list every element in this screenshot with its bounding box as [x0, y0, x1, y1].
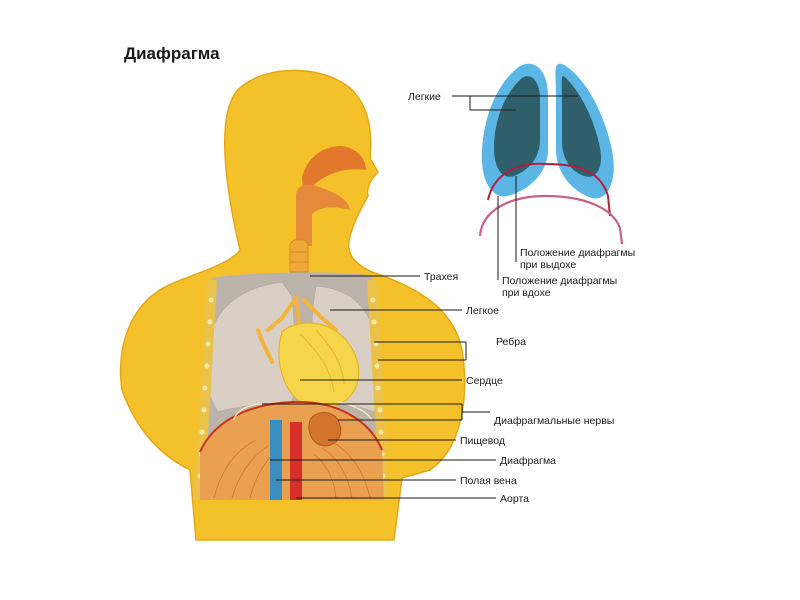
label-aorta: Аорта [500, 493, 529, 505]
inset-diaphragm-inhale [478, 194, 624, 245]
label-exhale-line2: при выдохе [520, 259, 576, 271]
inset-lungs [478, 63, 624, 245]
esophagus [308, 412, 342, 447]
label-vena-cava: Полая вена [460, 475, 517, 487]
diaphragm-fibers [213, 439, 371, 499]
label-diaphragm: Диафрагма [500, 455, 556, 467]
label-inhale-line1: Положение диафрагмы [502, 275, 617, 287]
label-heart: Сердце [466, 375, 503, 387]
label-esophagus: Пищевод [460, 435, 505, 447]
inset-right-lung-inner [561, 76, 602, 177]
phrenic-nerves [233, 401, 373, 421]
label-inhale-line2: при вдохе [502, 287, 551, 299]
inset-diaphragm-exhale [487, 162, 611, 217]
label-lung: Легкое [466, 305, 499, 317]
label-trachea: Трахея [424, 271, 458, 283]
inset-leader-lines [452, 95, 578, 280]
inset-left-lung-inner [494, 76, 540, 177]
label-inset-lungs: Легкие [408, 91, 441, 103]
bronchi [256, 296, 338, 374]
label-ribs: Ребра [496, 336, 526, 348]
heart-vessels [299, 329, 345, 393]
aorta [290, 422, 302, 500]
diagram-title: Диафрагма [124, 44, 220, 63]
nasal-cavity [302, 146, 366, 198]
pharynx [296, 184, 350, 246]
diaphragm-edge [199, 400, 383, 453]
leader-lines [262, 275, 496, 499]
label-phrenic-nerves: Диафрагмальные нервы [494, 415, 614, 427]
label-exhale-line1: Положение диафрагмы [520, 247, 635, 259]
